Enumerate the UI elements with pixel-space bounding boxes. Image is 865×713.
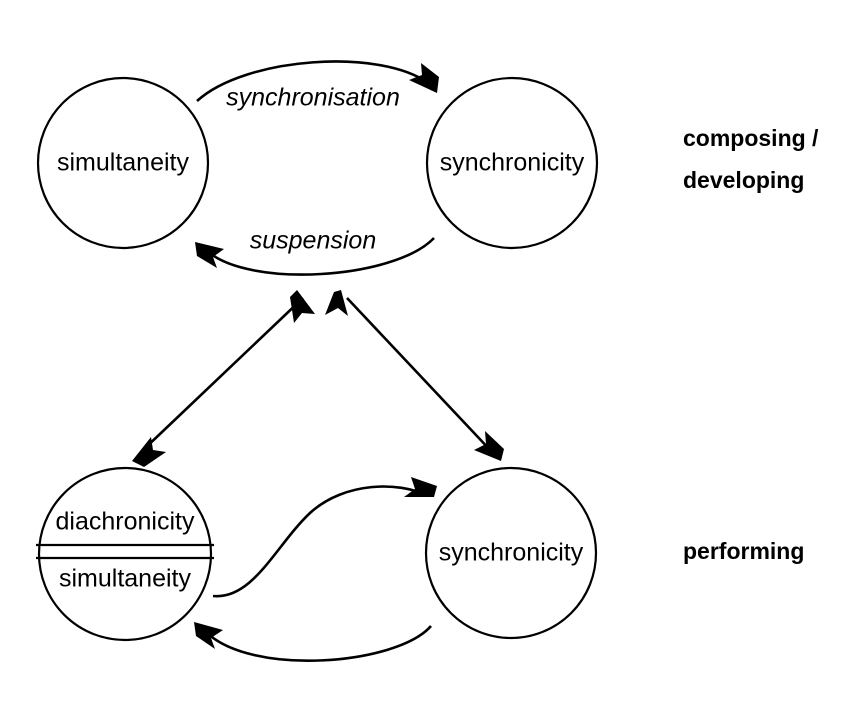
group-label-performing: performing [683, 538, 804, 564]
edge-left-diagonal-arrowhead-up [290, 290, 315, 323]
edge-bottom-s-curve-arrow [212, 477, 437, 598]
edge-bottom-s-curve-path [212, 485, 426, 598]
node-bottom-left-label-top: diachronicity [56, 508, 195, 536]
node-bottom-left[interactable]: diachronicity simultaneity [36, 466, 214, 642]
group-label-composing-line1: composing / [683, 125, 819, 151]
edge-suspension-arrow [195, 237, 435, 276]
group-label-composing-developing: composing / developing [683, 125, 819, 193]
edge-synchronisation-path [196, 60, 429, 102]
group-label-performing-line1: performing [683, 538, 804, 564]
edge-synchronisation-arrowhead [409, 63, 439, 93]
node-top-right-label: synchronicity [440, 149, 585, 177]
edge-synchronisation-arrow [196, 60, 439, 102]
edge-right-diagonal-arrowhead-up [325, 290, 348, 316]
node-bottom-right[interactable]: synchronicity [424, 466, 598, 640]
node-top-left-circle [36, 76, 210, 250]
edge-bottom-return-arrowhead [194, 622, 223, 649]
node-top-left[interactable]: simultaneity [36, 76, 210, 250]
node-top-right-circle [425, 76, 599, 250]
group-label-composing-line2: developing [683, 167, 804, 193]
node-top-right[interactable]: synchronicity [425, 76, 599, 250]
edge-bottom-s-curve-arrowhead [404, 477, 437, 497]
node-bottom-right-label: synchronicity [439, 539, 584, 567]
node-top-left-label: simultaneity [57, 149, 189, 177]
node-bottom-left-label-bottom: simultaneity [59, 565, 191, 593]
edge-bottom-return-arrow [194, 622, 432, 662]
edge-right-diagonal-arrowhead-down [474, 431, 504, 461]
edge-left-diagonal-arrowhead-down [132, 437, 166, 467]
edge-suspension-path [205, 237, 435, 276]
edge-right-diagonal-double-arrow [325, 290, 504, 461]
node-bottom-right-circle [424, 466, 598, 640]
edge-label-synchronisation: synchronisation [226, 84, 400, 112]
edge-label-suspension: suspension [250, 227, 376, 255]
edge-left-diagonal-path [140, 297, 304, 453]
node-bottom-left-circle [37, 466, 213, 642]
edge-suspension-arrowhead [195, 242, 224, 268]
edge-left-diagonal-double-arrow [132, 290, 315, 467]
edge-bottom-return-path [204, 625, 432, 662]
edge-right-diagonal-path [346, 297, 493, 453]
